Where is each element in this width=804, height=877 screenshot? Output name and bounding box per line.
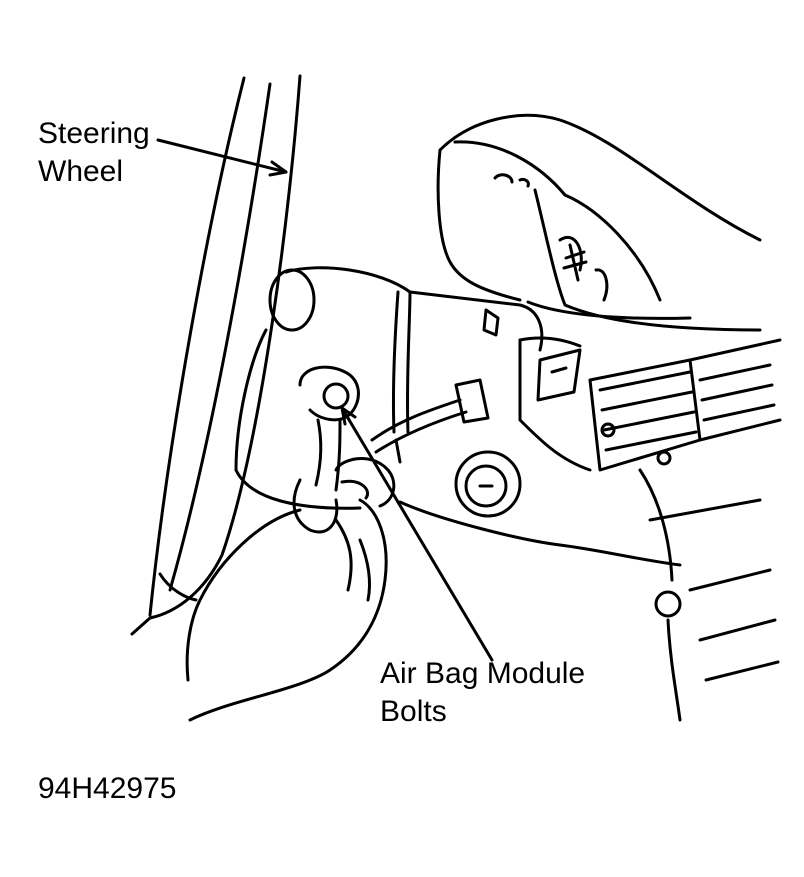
figure-id: 94H42975 bbox=[38, 772, 177, 805]
steering-wheel-arrow bbox=[268, 160, 288, 177]
dashboard bbox=[436, 113, 762, 332]
airbag-bolts-arrow bbox=[340, 406, 357, 426]
leader-lines bbox=[156, 138, 494, 662]
steering-wheel-label: Steering Wheel bbox=[38, 115, 150, 191]
air-bag-module-bolts-label: Air Bag Module Bolts bbox=[380, 655, 585, 731]
steering-wheel-label-line2: Wheel bbox=[38, 155, 124, 188]
steering-column bbox=[234, 266, 682, 567]
hand bbox=[185, 456, 396, 722]
steering-wheel-rim bbox=[130, 74, 302, 636]
air-bag-label-line1: Air Bag Module bbox=[380, 657, 586, 690]
instrument-panel bbox=[518, 336, 782, 722]
steering-wheel-label-line1: Steering bbox=[38, 117, 150, 150]
air-bag-label-line2: Bolts bbox=[380, 695, 447, 728]
column-boss bbox=[454, 450, 522, 518]
ratchet-wrench bbox=[298, 365, 490, 492]
steering-wheel-leader bbox=[156, 138, 288, 174]
airbag-bolts-leader bbox=[340, 406, 494, 662]
